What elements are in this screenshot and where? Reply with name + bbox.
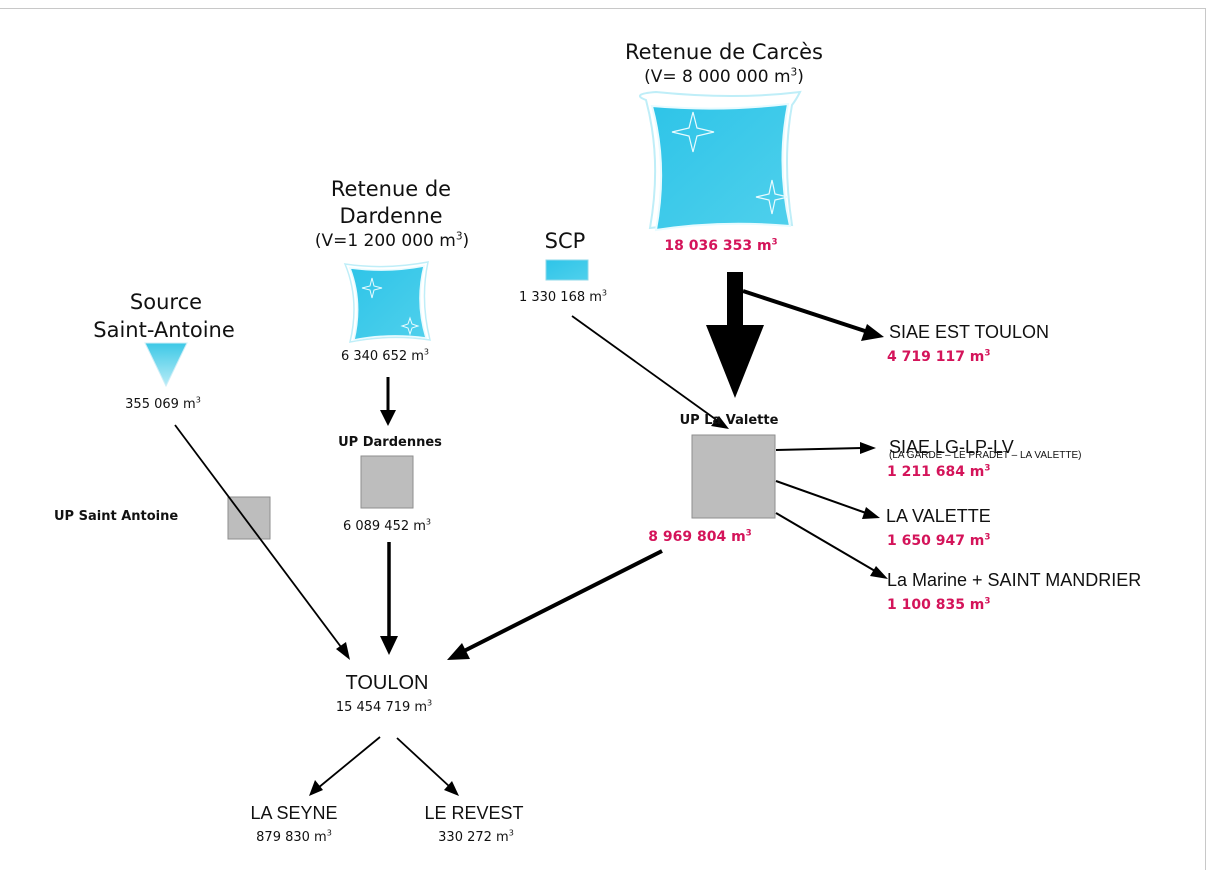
up-dardennes-flow: 6 089 452 m3 [342, 517, 432, 534]
siae-est-toulon-label: SIAE EST TOULON [889, 322, 1050, 342]
arrow-toulon-to-la-seyne [309, 736, 381, 796]
source-saint-antoine-flow: 355 069 m3 [125, 395, 201, 412]
carces-flow: 18 036 353 m3 [664, 237, 778, 254]
up-la-valette-label: UP La Valette [679, 413, 779, 428]
dardenne-reservoir-icon [343, 261, 431, 343]
source-saint-antoine-title-line1: Source [129, 290, 203, 314]
la-seyne-flow: 879 830 m3 [256, 828, 332, 845]
la-seyne-label: LA SEYNE [250, 803, 338, 823]
arrow-toulon-to-le-revest [396, 737, 459, 796]
siae-lg-lp-lv-detail: (LA GARDE – LE PRADET – LA VALETTE) [889, 450, 1082, 461]
carces-title: Retenue de Carcès [625, 40, 823, 64]
arrow-up-dardennes-to-toulon [380, 542, 398, 655]
carces-reservoir-icon [638, 90, 802, 232]
dardenne-title-line2: Dardenne [339, 204, 443, 228]
siae-lg-lp-lv-flow: 1 211 684 m3 [887, 463, 991, 480]
le-revest-flow: 330 272 m3 [438, 828, 514, 845]
flow-arrows [174, 272, 888, 796]
arrow-carces-to-la-valette [706, 272, 764, 398]
up-dardennes-plant-icon [360, 455, 414, 509]
arrow-scp-to-la-valette [571, 315, 729, 429]
toulon-label: TOULON [345, 672, 429, 694]
la-marine-flow: 1 100 835 m3 [887, 596, 991, 613]
up-saint-antoine-label: UP Saint Antoine [54, 509, 179, 524]
scp-title: SCP [544, 229, 586, 253]
arrow-la-valette-to-toulon [447, 549, 663, 660]
arrow-la-valette-to-la-marine [775, 512, 888, 579]
la-valette-town-flow: 1 650 947 m3 [887, 532, 991, 549]
arrow-dardenne-to-up-dardennes [380, 377, 396, 426]
up-la-valette-plant-icon [691, 434, 776, 519]
toulon-flow: 15 454 719 m3 [335, 698, 433, 715]
scp-reservoir-icon [545, 259, 589, 281]
dardenne-volume: (V=1 200 000 m3) [314, 230, 470, 251]
dardenne-title-line1: Retenue de [330, 177, 452, 201]
siae-est-toulon-flow: 4 719 117 m3 [887, 348, 991, 365]
up-dardennes-label: UP Dardennes [338, 435, 442, 450]
le-revest-label: LE REVEST [424, 803, 524, 823]
arrow-la-valette-to-siae-lg [775, 442, 876, 454]
scp-flow: 1 330 168 m3 [518, 288, 608, 305]
source-saint-antoine-icon [144, 342, 188, 388]
arrow-la-valette-to-la-valette-town [775, 480, 880, 519]
la-valette-town-label: LA VALETTE [886, 506, 991, 526]
arrow-carces-to-siae-est [742, 289, 884, 341]
source-saint-antoine-title-line2: Saint-Antoine [93, 318, 235, 342]
la-marine-label: La Marine + SAINT MANDRIER [887, 570, 1142, 590]
dardenne-flow: 6 340 652 m3 [340, 347, 430, 364]
siae-lg-lp-lv-label: SIAE LG-LP-LV [889, 437, 1014, 457]
up-la-valette-flow: 8 969 804 m3 [648, 528, 752, 545]
arrow-saint-antoine-to-toulon [174, 424, 350, 660]
carces-volume: (V= 8 000 000 m3) [644, 66, 804, 87]
